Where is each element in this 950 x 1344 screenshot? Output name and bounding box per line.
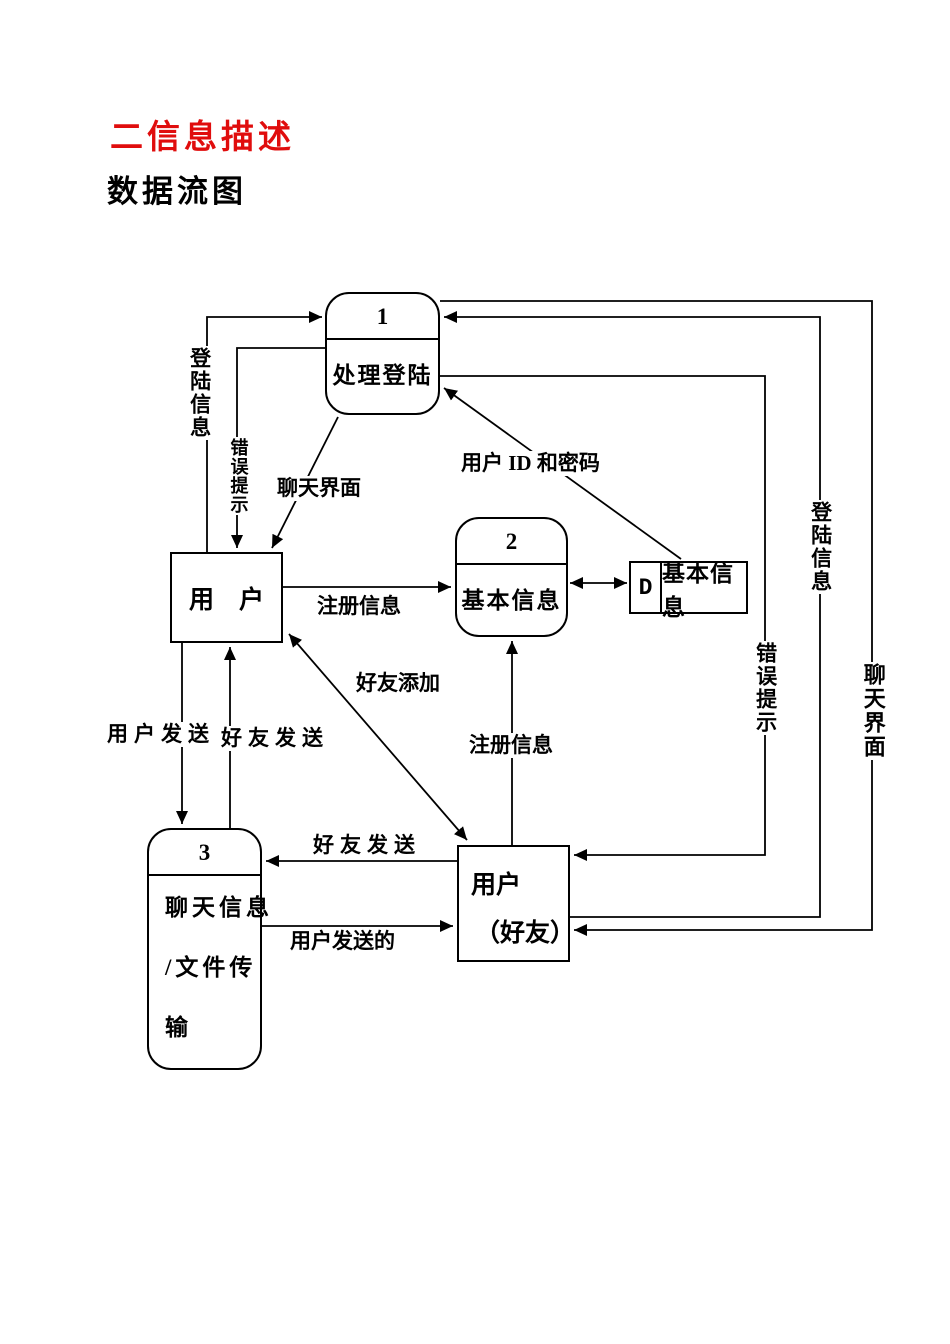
flow-label-chat-ui-right: 聊天界面	[859, 662, 887, 760]
datastore-box-basic-info: D 基本信息	[629, 560, 748, 620]
process-name: 聊天信息 /文件传 输	[149, 876, 273, 1042]
process-name-line: /文件传	[165, 955, 257, 980]
process-box-basic-info: 2 基本信息	[455, 517, 568, 637]
flow-label-register-info: 注册信息	[315, 594, 403, 619]
process-box-handle-login: 1 处理登陆	[325, 292, 440, 415]
flow-label-error-hint-right: 错误提示	[752, 641, 779, 735]
flow-label-user-send: 用户发送	[105, 722, 217, 747]
datastore-name: 基本信息	[662, 560, 734, 620]
entity-label-line2: （好友）	[475, 920, 576, 947]
process-name-line: 聊天信息	[165, 895, 273, 920]
section-title: 二信息描述	[110, 120, 295, 156]
process-name: 基本信息	[461, 588, 562, 613]
entity-box-friend: 用户 （好友）	[457, 845, 575, 962]
flow-label-friend-add: 好友添加	[354, 671, 442, 696]
flow-label-user-id-password: 用户 ID 和密码	[459, 451, 602, 476]
flow-label-chat-ui: 聊天界面	[275, 476, 363, 501]
flow-label-login-info-right: 登陆信息	[807, 500, 834, 594]
flow-label-user-sent: 用户发送的	[288, 929, 397, 954]
flow-label-friend-send: 好友发送	[311, 833, 423, 858]
process-number: 3	[149, 830, 260, 876]
flow-label-error-hint-left: 错误提示	[226, 437, 250, 515]
process-name-line: 输	[165, 1015, 192, 1040]
process-number: 1	[327, 294, 438, 340]
entity-box-user: 用 户	[170, 552, 283, 643]
entity-label-line1: 用户	[471, 872, 522, 899]
process-box-chat-transfer: 3 聊天信息 /文件传 输	[147, 828, 273, 1070]
process-name: 处理登陆	[332, 363, 433, 388]
flow-label-login-info-left: 登陆信息	[186, 346, 213, 440]
entity-label: 用 户	[188, 586, 264, 614]
datastore-letter: D	[631, 563, 662, 612]
process-number: 2	[457, 519, 566, 565]
flow-label-register-info-vertical: 注册信息	[467, 733, 555, 758]
flow-label-friend-send-up: 好友发送	[219, 726, 331, 751]
page-subtitle: 数据流图	[107, 174, 247, 209]
